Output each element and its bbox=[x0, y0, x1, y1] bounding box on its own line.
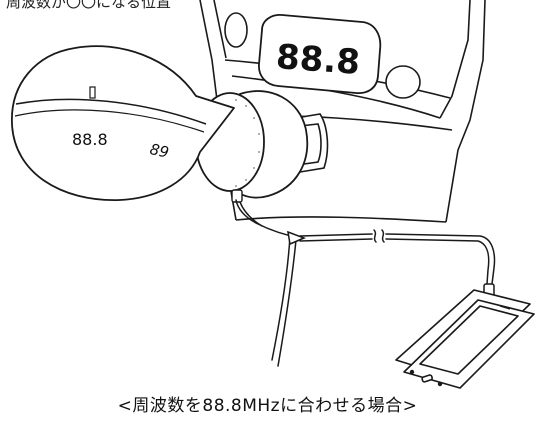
display-frequency: 88.8 bbox=[275, 37, 361, 83]
indicator-mark bbox=[89, 86, 96, 99]
right-knob bbox=[385, 65, 421, 99]
top-cut-text: 周波数が〇〇になる位置 bbox=[6, 0, 172, 11]
smartphone bbox=[395, 289, 535, 389]
audio-cable bbox=[235, 199, 496, 367]
zoom-dial-number: 89 bbox=[148, 140, 170, 162]
caption: <周波数を88.8MHzに合わせる場合> bbox=[117, 396, 418, 416]
dial-tick-marks bbox=[235, 99, 260, 187]
zoom-callout: 88.8 89 bbox=[11, 45, 235, 201]
cable-connector bbox=[231, 189, 243, 203]
zoom-frequency-label: 88.8 bbox=[72, 130, 108, 149]
radio-display: 88.8 bbox=[258, 14, 382, 94]
phone-home-button bbox=[421, 374, 433, 383]
left-knob bbox=[224, 12, 248, 48]
phone-screen bbox=[419, 305, 519, 375]
